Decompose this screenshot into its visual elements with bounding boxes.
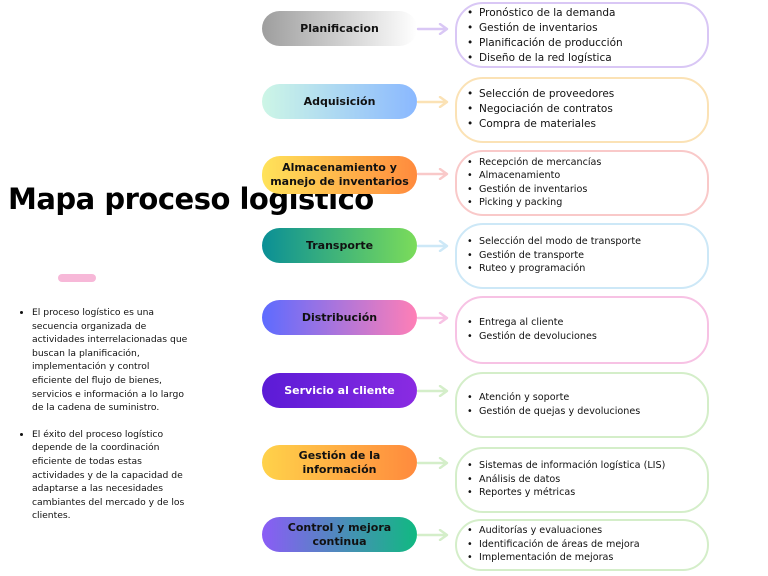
detail-item: Gestión de inventarios [467,21,707,36]
detail-item: Planificación de producción [467,36,707,51]
detail-item: Compra de materiales [467,117,707,132]
detail-item: Pronóstico de la demanda [467,6,707,21]
detail-item: Selección de proveedores [467,87,707,102]
stage-3-label: Almacenamiento y manejo de inventarios [262,156,417,194]
detail-item: Ruteo y programación [467,262,707,276]
detail-item: Sistemas de información logística (LIS) [467,459,707,473]
stage-6-label: Servicio al cliente [262,373,417,408]
detail-item: Gestión de quejas y devoluciones [467,405,707,419]
arrow-icon [416,457,449,469]
detail-item: Identificación de áreas de mejora [467,538,707,552]
stage-5-label: Distribución [262,300,417,335]
stage-8-label: Control y mejora continua [262,517,417,552]
detail-item: Selección del modo de transporte [467,235,707,249]
detail-item: Recepción de mercancías [467,156,707,170]
arrow-icon [416,529,449,541]
stage-4-details: Selección del modo de transporteGestión … [455,223,709,289]
detail-item: Entrega al cliente [467,316,707,330]
detail-item: Implementación de mejoras [467,551,707,565]
stage-2-label: Adquisición [262,84,417,119]
detail-item: Diseño de la red logística [467,51,707,66]
stage-1-label: Planificacion [262,11,417,46]
arrow-icon [416,385,449,397]
stage-3-details: Recepción de mercancíasAlmacenamientoGes… [455,150,709,216]
stage-4-label: Transporte [262,228,417,263]
arrow-icon [416,168,449,180]
detail-item: Atención y soporte [467,391,707,405]
arrow-icon [416,240,449,252]
arrow-icon [416,312,449,324]
stage-8-details: Auditorías y evaluacionesIdentificación … [455,519,709,571]
stage-6-details: Atención y soporteGestión de quejas y de… [455,372,709,438]
detail-item: Gestión de inventarios [467,183,707,197]
detail-item: Gestión de devoluciones [467,330,707,344]
detail-item: Análisis de datos [467,473,707,487]
detail-item: Gestión de transporte [467,249,707,263]
stage-1-details: Pronóstico de la demandaGestión de inven… [455,2,709,68]
arrow-icon [416,23,449,35]
detail-item: Negociación de contratos [467,102,707,117]
detail-item: Almacenamiento [467,169,707,183]
detail-item: Auditorías y evaluaciones [467,524,707,538]
stage-7-details: Sistemas de información logística (LIS)A… [455,447,709,513]
intro-paragraph: El éxito del proceso logístico depende d… [32,428,190,523]
decorative-bar [58,274,96,282]
intro-list: El proceso logístico es una secuencia or… [18,306,190,536]
detail-item: Reportes y métricas [467,486,707,500]
arrow-icon [416,96,449,108]
stage-5-details: Entrega al clienteGestión de devolucione… [455,296,709,364]
stage-2-details: Selección de proveedoresNegociación de c… [455,77,709,143]
intro-paragraph: El proceso logístico es una secuencia or… [32,306,190,415]
stage-7-label: Gestión de la información [262,445,417,480]
detail-item: Picking y packing [467,196,707,210]
